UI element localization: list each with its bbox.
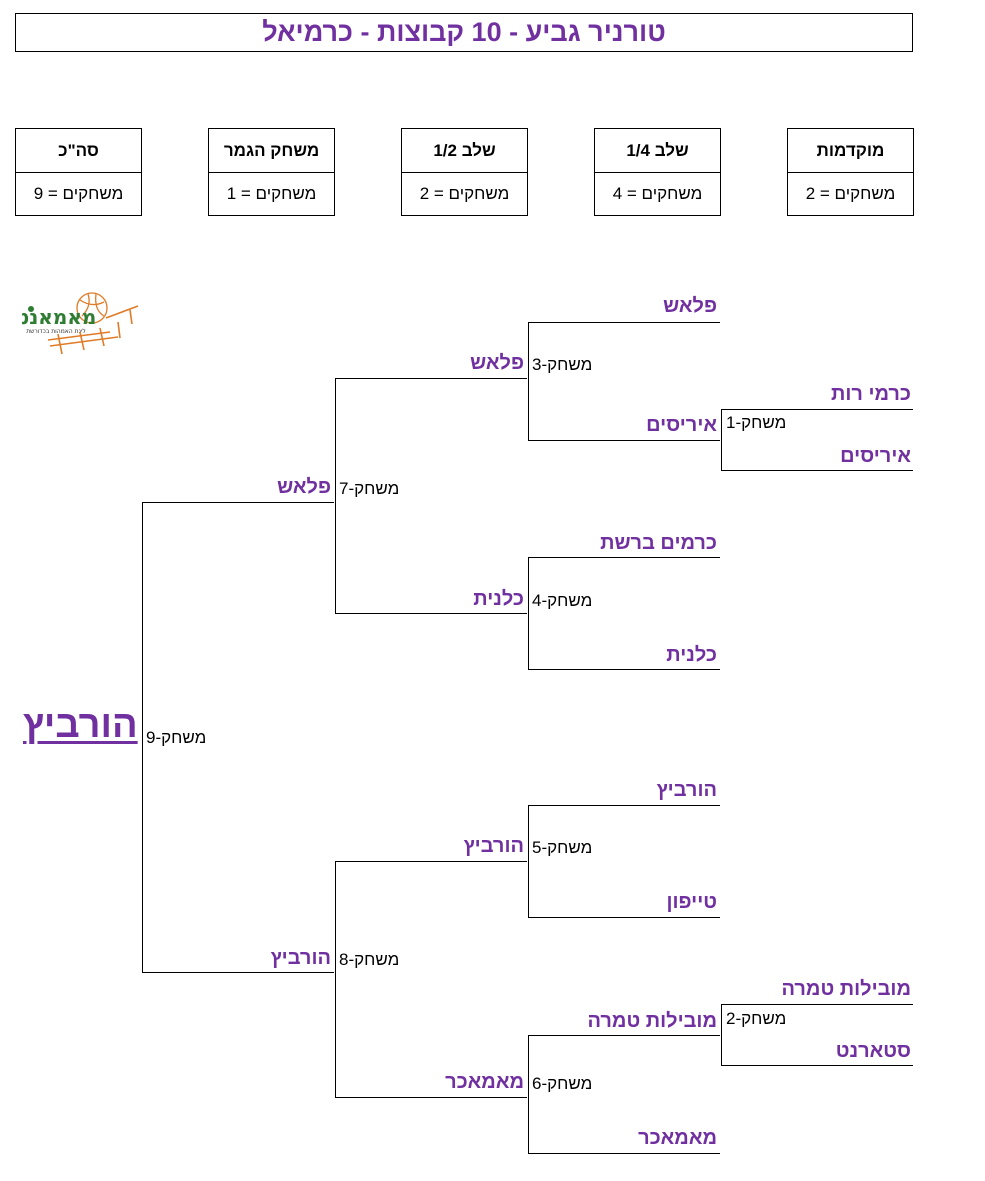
stage-game-count: משחקים = 4 bbox=[612, 184, 703, 203]
svg-text:ליגת האמהות בכדורשת: ליגת האמהות בכדורשת bbox=[26, 328, 86, 335]
game-label: משחק-8 bbox=[339, 950, 400, 969]
tournament-title: טורניר גביע - 10 קבוצות - כרמיאל bbox=[15, 13, 913, 52]
game-label: משחק-6 bbox=[532, 1074, 593, 1093]
game-label: משחק-1 bbox=[726, 413, 787, 432]
svg-text:מאמאנט: מאמאנט bbox=[22, 305, 96, 329]
team-name: איריסים bbox=[840, 445, 911, 467]
game-label: משחק-4 bbox=[532, 591, 593, 610]
team-name: מובילות טמרה bbox=[781, 978, 911, 1000]
team-name: סטארנט bbox=[835, 1040, 911, 1062]
stage-game-count: משחקים = 1 bbox=[226, 184, 317, 203]
game-label: משחק-2 bbox=[726, 1009, 787, 1028]
team-name: איריסים bbox=[646, 414, 717, 436]
team-name: הורביץ bbox=[656, 779, 717, 801]
team-name: פלאש bbox=[663, 295, 717, 317]
stage-game-count: משחקים = 2 bbox=[419, 184, 510, 203]
team-name: מאמאכר bbox=[445, 1071, 524, 1093]
bracket-line-game-7 bbox=[335, 378, 527, 614]
stage-name: משחק הגמר bbox=[209, 129, 334, 173]
team-name: כרמי רות bbox=[830, 383, 911, 405]
team-name: כרמים ברשת bbox=[600, 532, 717, 554]
volleyball-icon bbox=[76, 292, 108, 324]
bracket-line-game-1 bbox=[721, 409, 913, 471]
bracket-line-game-4 bbox=[528, 557, 720, 670]
stage-box-quarterfinal: שלב 1/4 משחקים = 4 bbox=[594, 128, 721, 216]
game-label: משחק-9 bbox=[146, 728, 207, 747]
bracket-line-game-3 bbox=[528, 322, 720, 441]
bracket-line-game-9 bbox=[142, 502, 334, 973]
stage-box-total: סה"כ משחקים = 9 bbox=[15, 128, 142, 216]
team-name: פלאש bbox=[277, 476, 331, 498]
game-label: משחק-3 bbox=[532, 355, 593, 374]
stage-box-preliminary: מוקדמות משחקים = 2 bbox=[787, 128, 914, 216]
champion-name: הורביץ bbox=[23, 704, 138, 746]
league-logo: מאמאנט ליגת האמהות בכדורשת bbox=[22, 292, 139, 355]
bracket-line-game-2 bbox=[721, 1004, 913, 1066]
team-name: מאמאכר bbox=[638, 1127, 717, 1149]
bracket-line-game-6 bbox=[528, 1035, 720, 1154]
stage-box-final: משחק הגמר משחקים = 1 bbox=[208, 128, 335, 216]
game-label: משחק-5 bbox=[532, 838, 593, 857]
stage-name: שלב 1/2 bbox=[402, 129, 527, 173]
team-name: כלנית bbox=[473, 588, 524, 610]
stage-box-semifinal: שלב 1/2 משחקים = 2 bbox=[401, 128, 528, 216]
team-name: הורביץ bbox=[463, 835, 524, 857]
stage-name: מוקדמות bbox=[788, 129, 913, 173]
bracket-line-game-8 bbox=[335, 861, 527, 1098]
stage-game-count: משחקים = 2 bbox=[805, 184, 896, 203]
team-name: הורביץ bbox=[270, 947, 331, 969]
game-label: משחק-7 bbox=[339, 479, 400, 498]
team-name: פלאש bbox=[470, 352, 524, 374]
bracket-line-game-5 bbox=[528, 805, 720, 918]
stage-name: שלב 1/4 bbox=[595, 129, 720, 173]
team-name: טייפון bbox=[666, 891, 717, 913]
stage-game-count: משחקים = 9 bbox=[33, 184, 124, 203]
stage-name: סה"כ bbox=[16, 129, 141, 173]
team-name: כלנית bbox=[666, 644, 717, 666]
team-name: מובילות טמרה bbox=[587, 1010, 717, 1032]
